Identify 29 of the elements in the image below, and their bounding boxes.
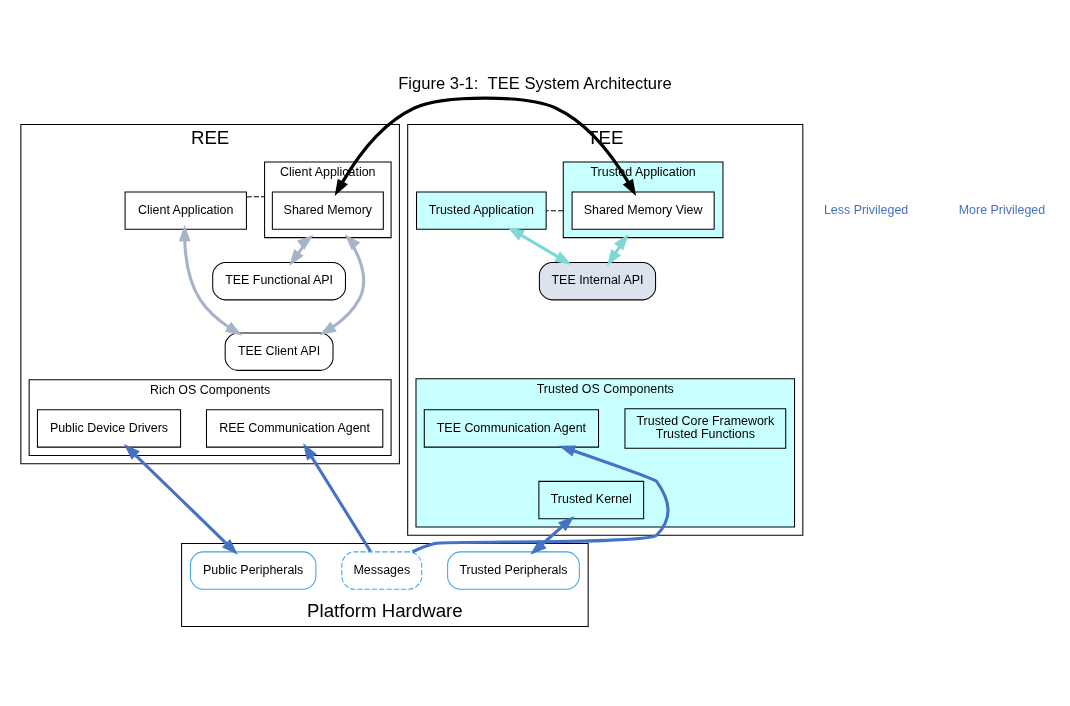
label: More Privileged [958, 202, 1046, 217]
arrow [303, 443, 372, 553]
arrow [123, 443, 238, 555]
node-box: Shared Memory [271, 191, 384, 230]
diagram-title: Figure 3-1: TEE System Architecture [398, 73, 672, 93]
connector [246, 196, 266, 198]
node-box: Trusted Peripherals [447, 551, 580, 590]
connector [545, 210, 564, 212]
node-box: Shared Memory View [571, 191, 715, 230]
arrow [507, 227, 572, 265]
label: Less Privileged [823, 202, 909, 217]
node-box: TEE Communication Agent [423, 409, 600, 448]
node-box: Trusted Core Framework Trusted Functions [624, 408, 787, 449]
node-box: Public Peripherals [189, 551, 317, 590]
node-box: TEE Functional API [212, 262, 346, 301]
node-box: Messages [341, 551, 423, 590]
node-box: TEE Client API [224, 332, 334, 371]
node-box: TEE Internal API [538, 262, 657, 301]
node-box: Trusted Application [416, 191, 547, 230]
arrow [178, 224, 243, 336]
arrow [289, 234, 314, 266]
node-box: Trusted Kernel [538, 480, 645, 520]
arrow [411, 445, 670, 554]
arrow [530, 515, 575, 555]
arrow [319, 234, 366, 336]
node-box: Public Device Drivers [36, 409, 182, 448]
arrow [334, 96, 637, 197]
node-box: REE Communication Agent [205, 409, 384, 448]
node-box: Client Application [124, 191, 247, 230]
